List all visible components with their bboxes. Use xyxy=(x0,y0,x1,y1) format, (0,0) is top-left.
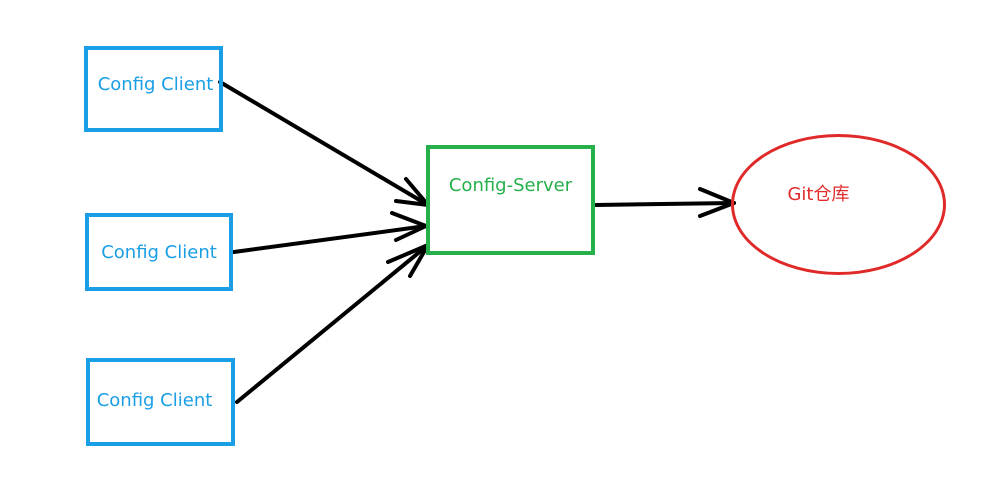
config-client-node: Config Client xyxy=(85,213,233,291)
config-server-label: Config-Server xyxy=(448,174,573,196)
git-repository-node: Git仓库 xyxy=(731,134,946,275)
config-client-node: Config Client xyxy=(84,46,223,132)
arrow-client1-to-server xyxy=(218,80,430,207)
config-client-label: Config Client xyxy=(101,241,217,263)
arrow-client2-to-server xyxy=(232,224,428,254)
config-client-label: Config Client xyxy=(97,73,214,95)
arrowhead-client1 xyxy=(394,177,430,207)
config-client-node: Config Client xyxy=(86,358,235,446)
arrow-server-to-repo xyxy=(594,201,736,207)
arrow-client3-to-server xyxy=(235,243,430,404)
config-server-node: Config-Server xyxy=(426,145,595,255)
git-repository-label: Git仓库 xyxy=(787,183,850,205)
config-client-label: Config Client xyxy=(96,389,213,411)
